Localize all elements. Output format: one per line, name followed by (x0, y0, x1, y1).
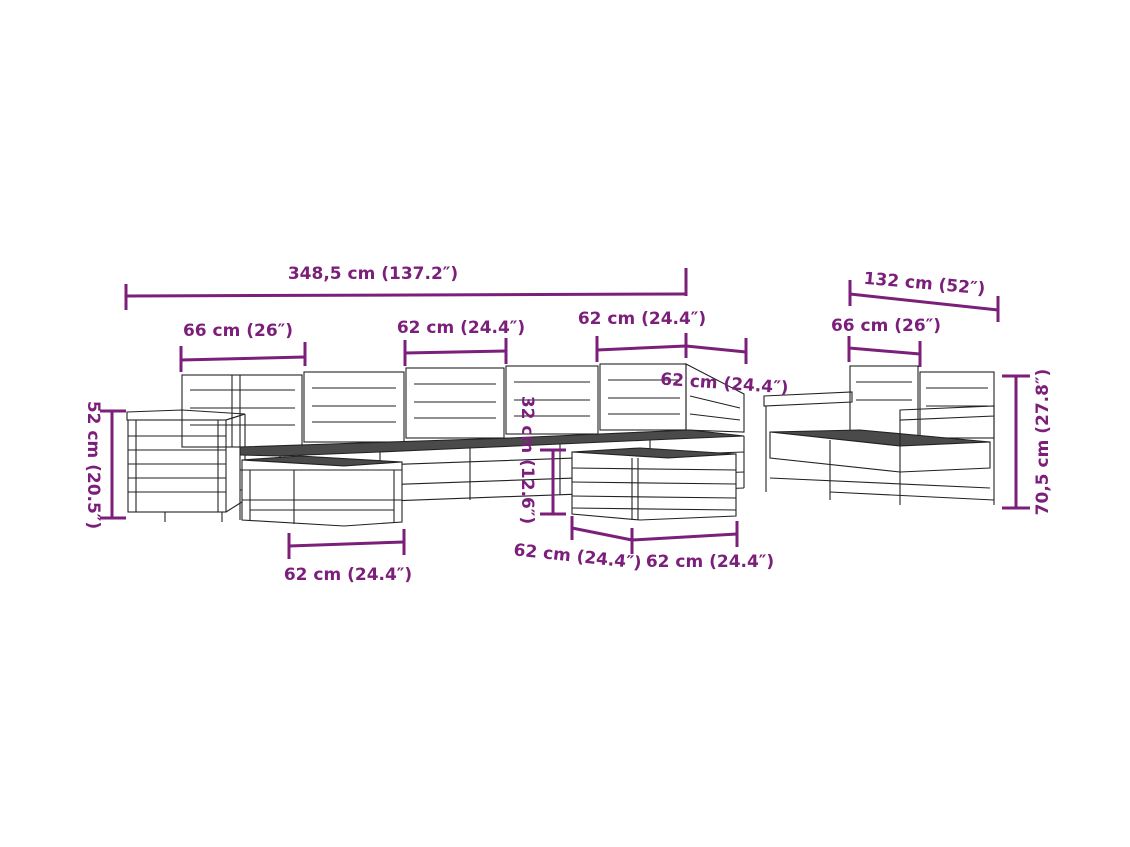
corner-depth-right-label: 62 cm (24.4″) (660, 370, 789, 399)
ottoman-center (571, 447, 737, 521)
total-width-label: 348,5 cm (137.2″) (288, 264, 458, 284)
side-table (126, 409, 246, 522)
seat-height-label: 70,5 cm (27.8″) (1033, 369, 1053, 516)
middle-width-b-label: 62 cm (24.4″) (578, 309, 706, 329)
middle-sofa-backs (303, 363, 745, 443)
armchair-width-label: 132 cm (52″) (863, 269, 986, 300)
ottoman-height-label: 32 cm (12.6″) (517, 396, 537, 524)
ottoman-width-left-label: 62 cm (24.4″) (284, 565, 412, 585)
armchair (763, 365, 995, 505)
corner-sofa-left (181, 374, 303, 448)
corner-width-left-label: 66 cm (26″) (183, 321, 293, 341)
ottoman-depth-label: 62 cm (24.4″) (513, 540, 643, 573)
table-height-label: 52 cm (20.5″) (83, 401, 103, 529)
middle-width-a-label: 62 cm (24.4″) (397, 318, 525, 338)
dimension-lines (100, 268, 1030, 559)
armchair-seat-width-label: 66 cm (26″) (831, 316, 941, 336)
furniture-drawing (126, 363, 995, 527)
ottoman-width-right-label: 62 cm (24.4″) (646, 552, 774, 572)
ottoman-left (241, 455, 403, 527)
